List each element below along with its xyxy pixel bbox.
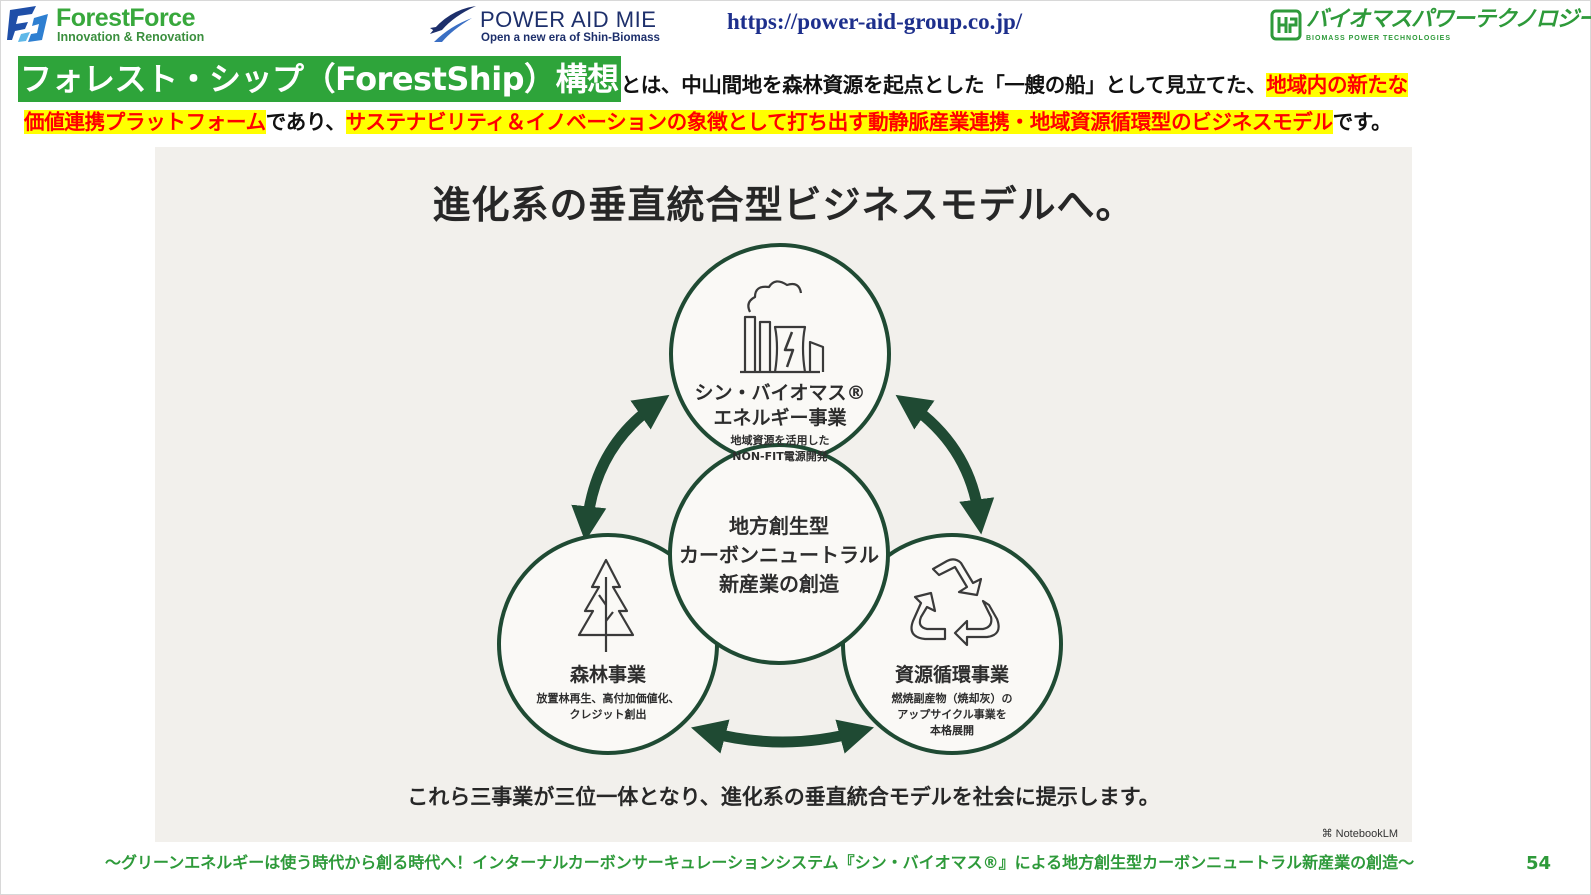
power-aid-mie-logo: POWER AID MIE Open a new era of Shin-Bio… xyxy=(428,4,708,48)
intro-highlight-3: サステナビリティ＆イノベーションの象徴として打ち出す動静脈産業連携・地域資源循環… xyxy=(345,110,1333,134)
arrow-energy-recycle xyxy=(895,394,995,535)
node-recycle-title: 資源循環事業 xyxy=(894,664,1009,686)
bpt-name: バイオマスパワーテクノロジーズ xyxy=(1306,7,1591,32)
page-number: 54 xyxy=(1526,853,1552,874)
power-aid-mie-name: POWER AID MIE xyxy=(480,7,657,32)
node-forest-desc-1: 放置林再生、高付加価値化、 xyxy=(536,692,680,705)
power-aid-mie-tagline: Open a new era of Shin-Biomass xyxy=(481,32,660,44)
tree-icon xyxy=(577,558,635,652)
notebooklm-icon: ⌘ xyxy=(1321,828,1336,840)
footer-tagline: ～グリーンエネルギーは使う時代から創る時代へ！インターナルカーボンサーキュレーシ… xyxy=(105,853,1415,872)
bpt-logo-icon xyxy=(1270,9,1302,41)
intro-text-1: とは、中山間地を森林資源を起点とした「一艘の船」として見立てた、 xyxy=(620,73,1267,97)
arrow-forest-energy xyxy=(571,394,670,542)
node-recycle-desc-2: アップサイクル事業を xyxy=(897,708,1007,721)
center-line-3: 新産業の創造 xyxy=(719,572,839,596)
node-energy-title-1: シン・バイオマス® xyxy=(694,382,866,404)
figure-title: 進化系の垂直統合型ビジネスモデルへ。 xyxy=(432,183,1135,227)
concept-title: フォレスト・シップ（ForestShip）構想 xyxy=(18,56,621,102)
intro-highlight-2: 価値連携プラットフォーム xyxy=(24,110,266,134)
node-forest-desc-2: クレジット創出 xyxy=(569,708,647,721)
center-text: 地方創生型 カーボンニュートラル 新産業の創造 xyxy=(664,512,894,599)
website-url-link[interactable]: https://power-aid-group.co.jp/ xyxy=(727,9,1023,34)
cycle-diagram xyxy=(497,243,1063,755)
node-recycle-desc-1: 燃焼副産物（焼却灰）の xyxy=(891,692,1013,705)
notebooklm-label: NotebookLM xyxy=(1335,828,1398,840)
node-forest-text: 森林事業 放置林再生、高付加価値化、 クレジット創出 xyxy=(498,663,718,723)
circle-center xyxy=(668,443,890,665)
node-forest-title: 森林事業 xyxy=(569,664,646,686)
node-recycle-text: 資源循環事業 燃焼副産物（焼却灰）の アップサイクル事業を 本格展開 xyxy=(842,663,1062,739)
forestforce-logo-icon xyxy=(7,6,48,42)
forestforce-logo: ForestForce Innovation & Renovation xyxy=(6,4,231,44)
business-model-figure: 進化系の垂直統合型ビジネスモデルへ。 シン・バイオマス® エネルギー事業 地域資… xyxy=(155,147,1412,842)
forestforce-tagline: Innovation & Renovation xyxy=(57,30,205,44)
intro-text-3: です。 xyxy=(1332,110,1392,134)
node-recycle-desc-3: 本格展開 xyxy=(930,724,974,737)
node-energy-desc-1: 地域資源を活用した xyxy=(730,434,830,447)
node-energy-title-2: エネルギー事業 xyxy=(713,407,847,429)
intro-line-1: フォレスト・シップ（ForestShip）構想とは、中山間地を森林資源を起点とし… xyxy=(18,56,1578,106)
figure-caption: これら三事業が三位一体となり、進化系の垂直統合モデルを社会に提示します。 xyxy=(407,785,1160,809)
center-line-2: カーボンニュートラル xyxy=(679,543,879,567)
node-energy-text: シン・バイオマス® エネルギー事業 地域資源を活用した NON-FIT電源開発 xyxy=(680,381,880,465)
notebooklm-watermark: ⌘ NotebookLM xyxy=(1322,827,1398,840)
recycle-icon xyxy=(910,558,1000,647)
intro-line-2: 価値連携プラットフォームであり、サステナビリティ＆イノベーションの象徴として打ち… xyxy=(24,107,1584,137)
center-line-1: 地方創生型 xyxy=(729,514,829,538)
intro-highlight-1: 地域内の新たな xyxy=(1266,73,1408,97)
forestforce-name: ForestForce xyxy=(56,4,195,32)
biomass-power-technologies-logo: バイオマスパワーテクノロジーズ BIOMASS POWER TECHNOLOGI… xyxy=(1270,6,1591,46)
arrow-forest-recycle xyxy=(690,719,874,754)
intro-text-2: であり、 xyxy=(265,110,346,134)
power-plant-icon xyxy=(740,280,825,374)
bpt-tagline: BIOMASS POWER TECHNOLOGIES xyxy=(1306,35,1452,42)
node-energy-desc-2: NON-FIT電源開発 xyxy=(732,450,828,463)
power-aid-mie-logo-icon xyxy=(430,6,476,42)
